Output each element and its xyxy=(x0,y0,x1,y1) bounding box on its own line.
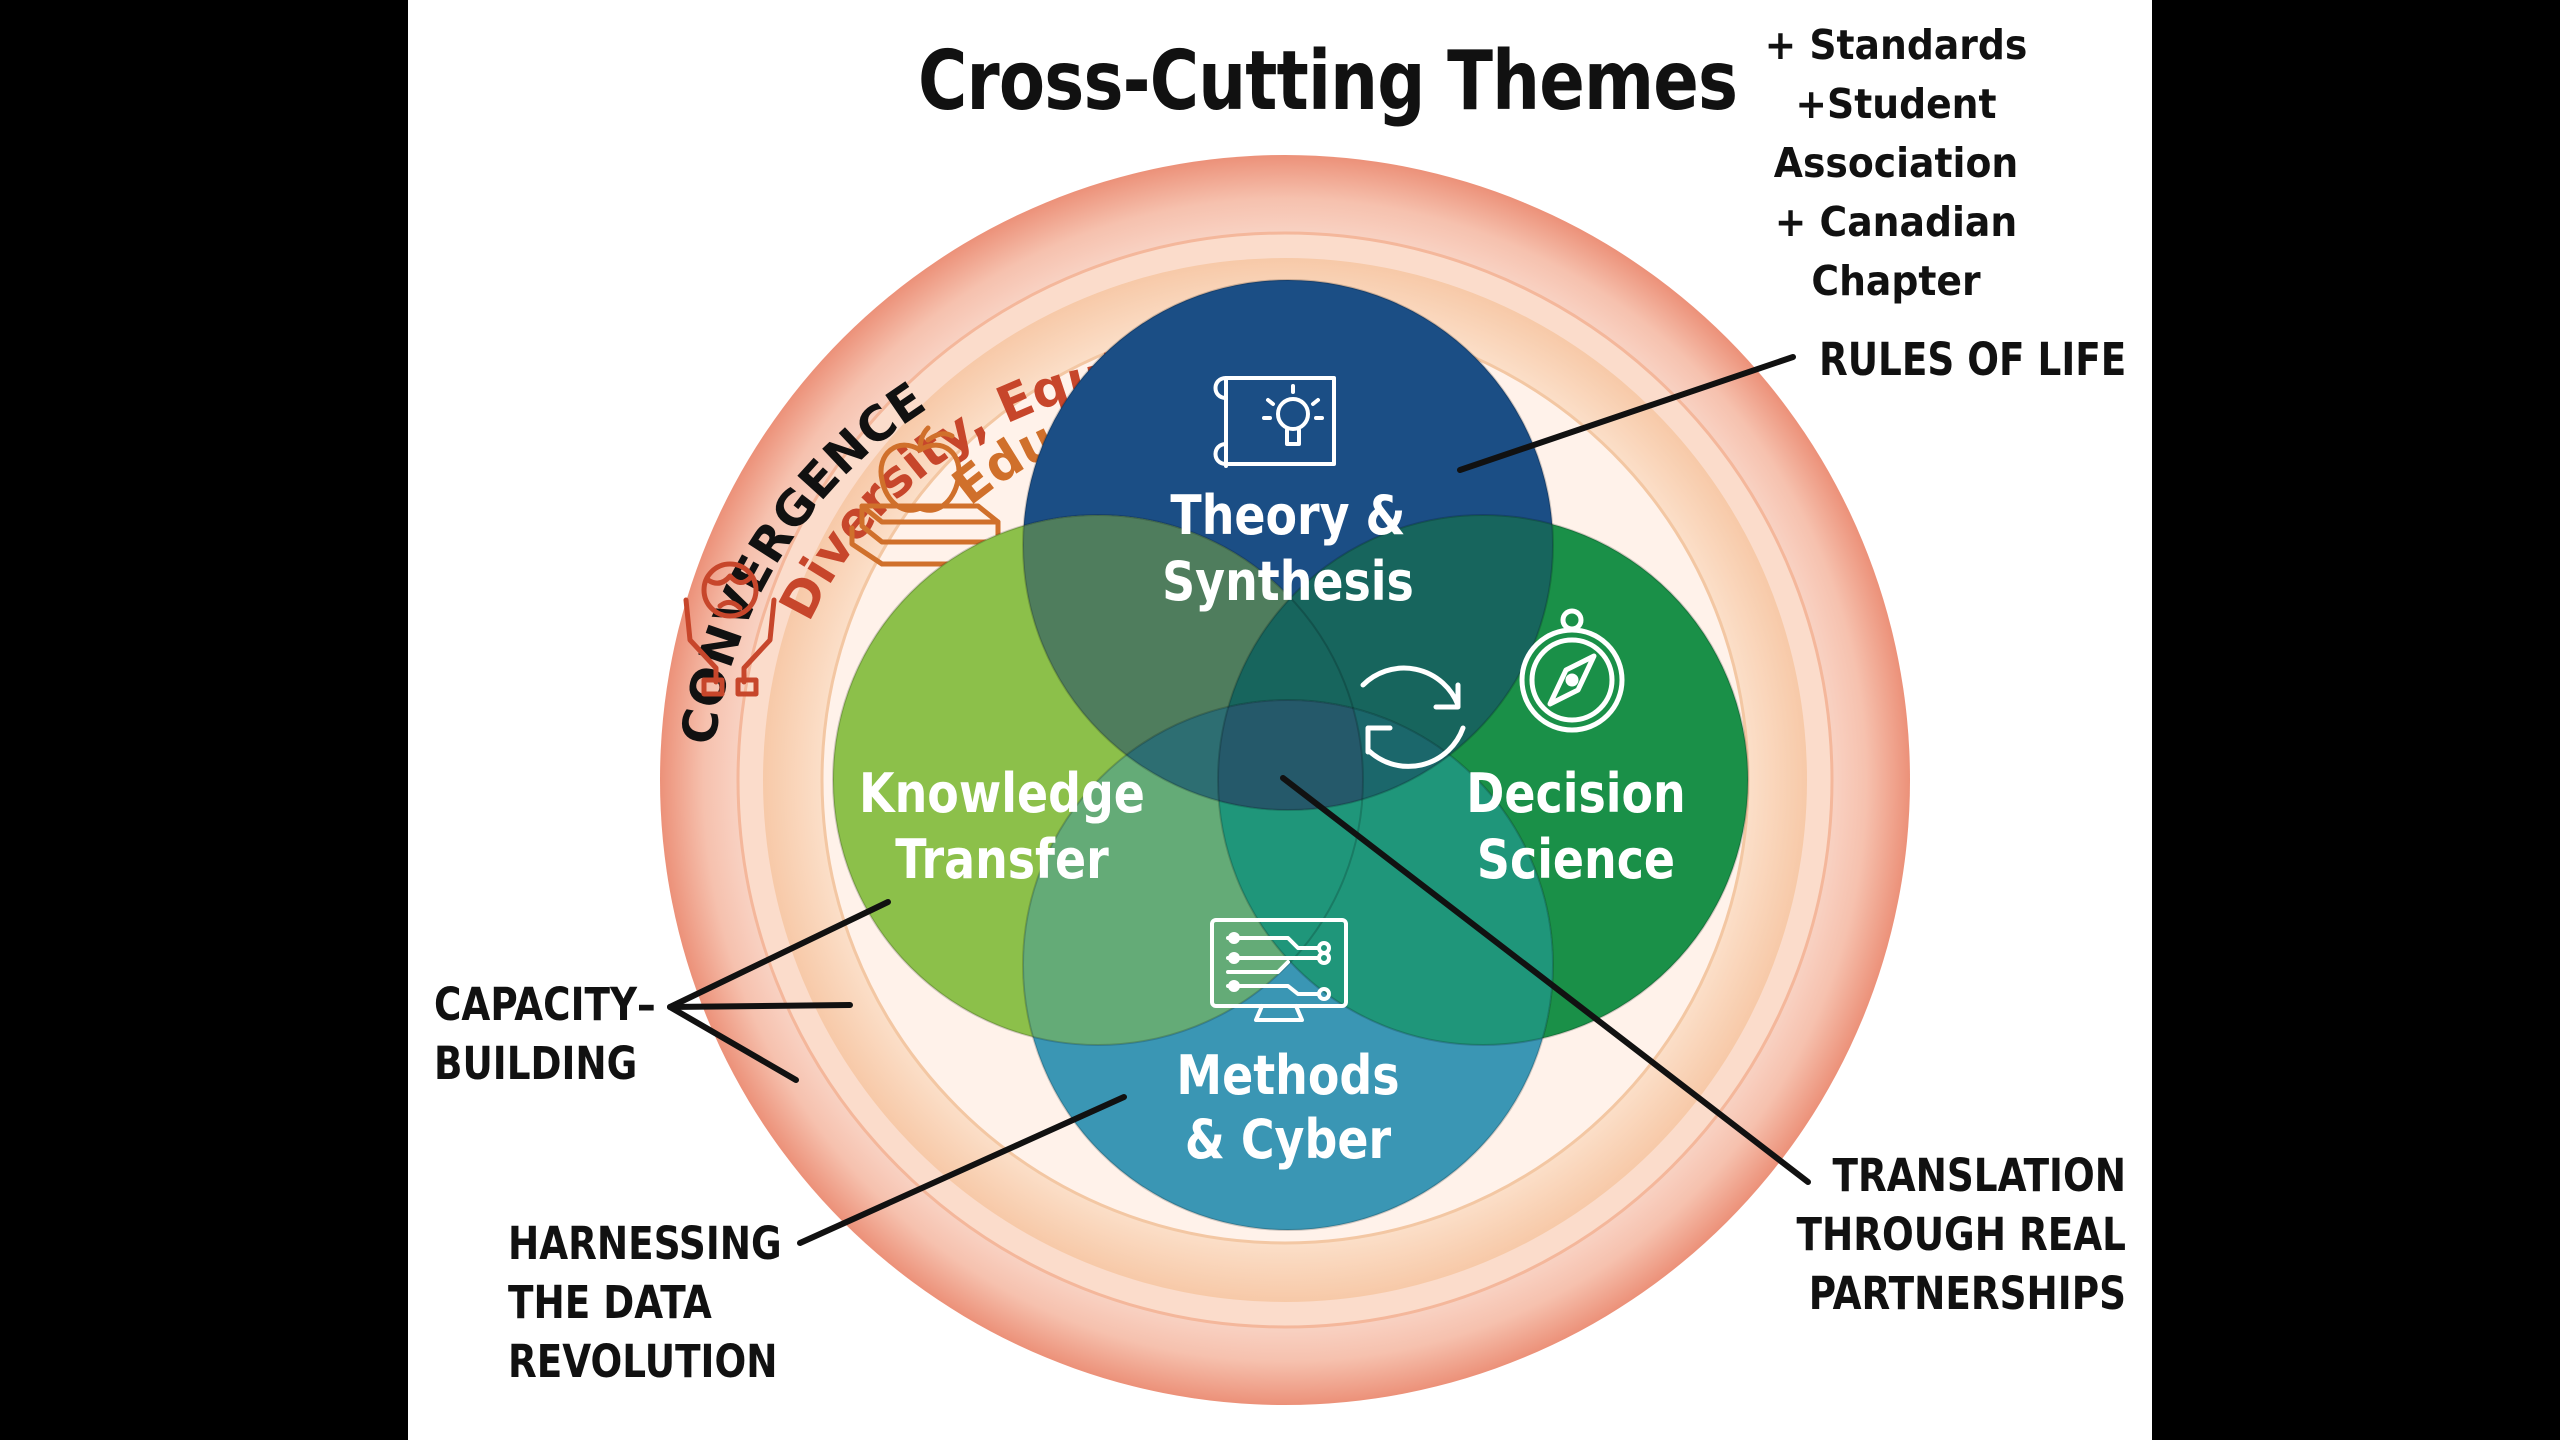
globe-hands-icon xyxy=(683,561,777,697)
page-title: Cross-Cutting Themes xyxy=(918,34,1738,129)
addition-item: +Student Association xyxy=(1773,80,2019,187)
cycle-arrows-icon xyxy=(1360,665,1466,769)
methods-label: Methods xyxy=(1176,1043,1399,1107)
addition-item: + Canadian Chapter xyxy=(1774,198,2018,305)
compass-icon xyxy=(1519,608,1625,733)
capacity-leader-3 xyxy=(667,1004,799,1083)
knowledge-label: Knowledge xyxy=(859,761,1145,825)
knowledge-label-line2: Transfer xyxy=(895,827,1109,891)
theory-label: Theory & xyxy=(1170,483,1405,547)
harnessing-leader xyxy=(797,1094,1127,1246)
capacity-leader-1 xyxy=(667,899,891,1010)
decision-label-line2: Science xyxy=(1477,827,1675,891)
rules-of-life-callout: RULES OF LIFE xyxy=(1818,333,2126,386)
translation-leader xyxy=(1280,775,1811,1185)
themes-diagram: CONVERGENCE Diversity, Equity, & Inclusi… xyxy=(660,155,1910,1405)
addition-item: + Standards xyxy=(1764,21,2028,69)
capacity-leader-2 xyxy=(667,1002,853,1010)
translation-callout: TRANSLATION THROUGH REAL PARTNERSHIPS xyxy=(1796,1149,2126,1320)
lightbulb-blueprint-icon xyxy=(1213,376,1336,468)
methods-label-line2: & Cyber xyxy=(1185,1107,1391,1171)
capacity-building-callout: CAPACITY– BUILDING xyxy=(434,978,656,1090)
slide: CONVERGENCE Diversity, Equity, & Inclusi… xyxy=(408,0,2152,1440)
apple-books-icon xyxy=(849,425,1009,567)
harnessing-callout: HARNESSING THE DATA REVOLUTION xyxy=(508,1217,782,1388)
theory-label-line2: Synthesis xyxy=(1162,549,1414,613)
rules-of-life-leader xyxy=(1457,354,1796,473)
decision-label: Decision xyxy=(1466,761,1685,825)
additions-list: + Standards +Student Association + Canad… xyxy=(1676,16,2116,311)
monitor-circuit-icon xyxy=(1210,918,1348,1022)
